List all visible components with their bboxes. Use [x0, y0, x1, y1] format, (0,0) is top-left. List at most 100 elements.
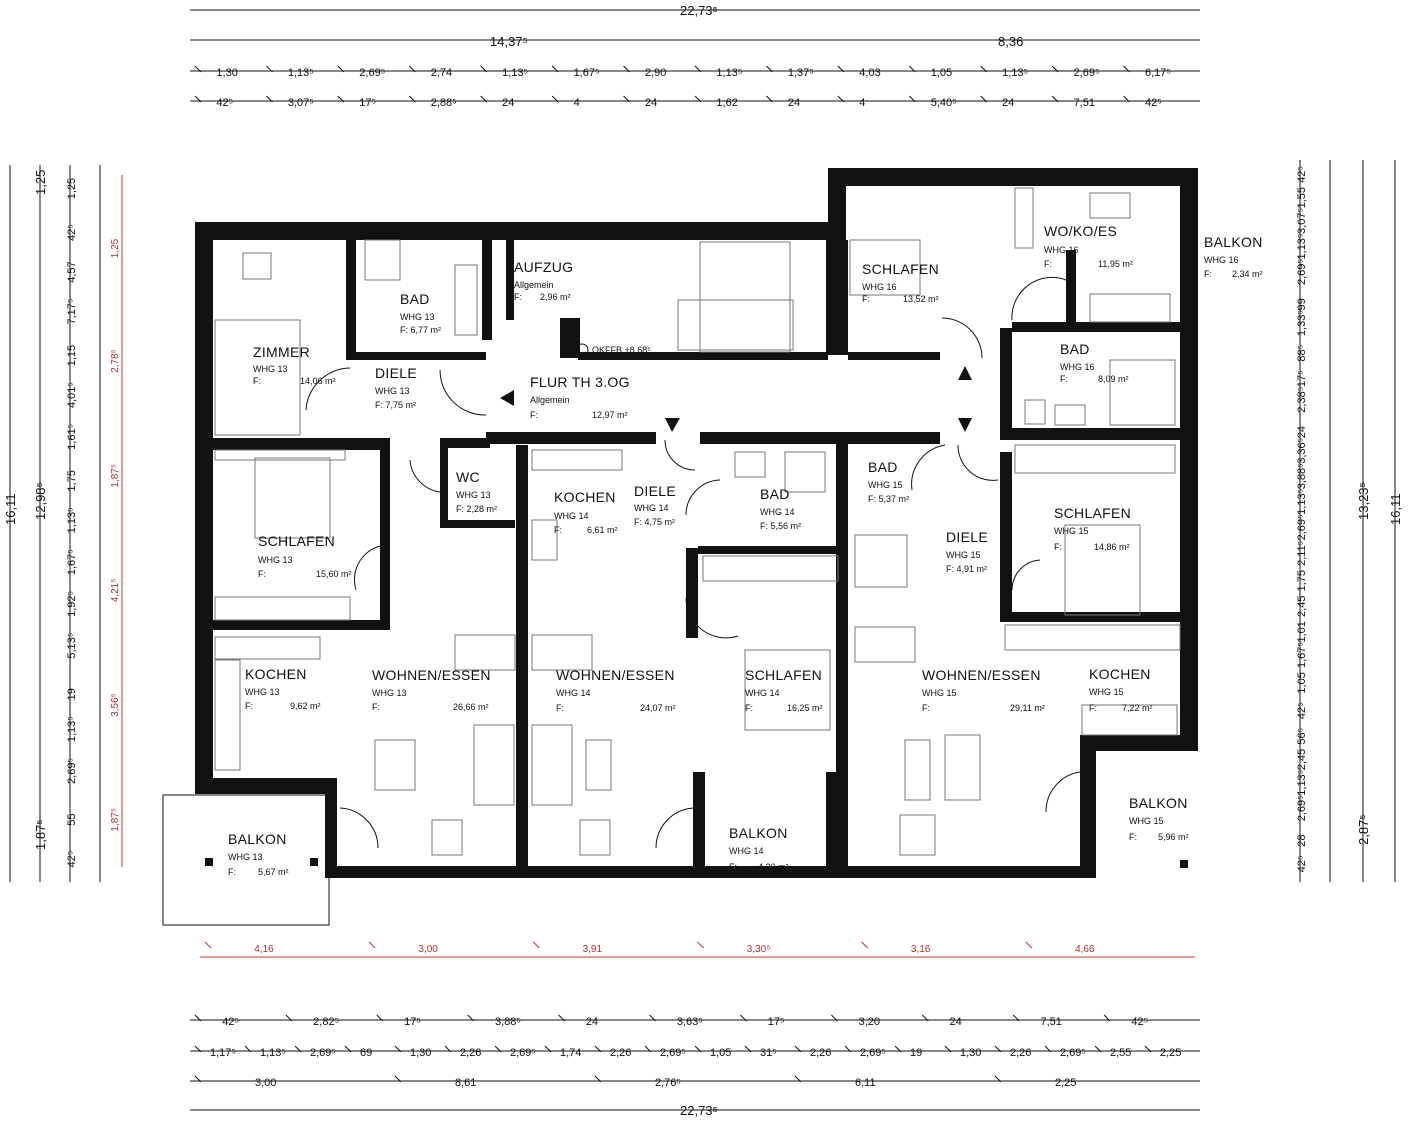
dim-value: 42⁵: [1296, 702, 1308, 719]
arrow-down-icon: [958, 418, 972, 432]
dim-value: 1,15: [66, 345, 78, 366]
dim-value: 3,00: [255, 1077, 276, 1089]
room-unit: WHG 13: [245, 687, 280, 697]
room-area-value: 2,96 m²: [540, 292, 571, 302]
dim-top-right: 8,36: [998, 34, 1023, 49]
dim-value: 2,38⁵: [1296, 387, 1308, 413]
dim-value: 2,90: [645, 67, 666, 79]
room-unit: WHG 13: [375, 386, 410, 396]
room-name: WOHNEN/ESSEN: [922, 667, 1041, 683]
room-name: FLUR TH 3.OG: [530, 374, 630, 390]
dim-top-left: 14,37⁵: [490, 34, 528, 49]
room-area-label: F:: [228, 867, 236, 877]
furniture: [214, 187, 1181, 856]
dim-value: 2,82⁵: [313, 1016, 339, 1028]
dim-value: 24: [788, 97, 800, 109]
dim-value: 1,13⁵: [1296, 489, 1308, 515]
room-name: BAD: [400, 291, 430, 307]
room-name: BALKON: [1129, 795, 1188, 811]
dim-value: 1,13⁵: [260, 1047, 286, 1059]
room-area-value: 16,25 m²: [787, 703, 823, 713]
dim-value: 2,45: [1296, 749, 1308, 770]
room-name: ZIMMER: [253, 344, 310, 360]
dim-value: 3,07⁵: [1296, 208, 1308, 234]
dim-value: 1,17⁵: [210, 1047, 236, 1059]
dim-value: 1,13⁵: [1002, 67, 1028, 79]
room-unit: WHG 15: [1054, 526, 1089, 536]
room-area-label: F:: [729, 862, 737, 872]
dim-value: 3,00: [418, 944, 438, 955]
dim-value: 1,61⁵: [66, 424, 78, 450]
dim-value: 2,55: [1110, 1047, 1131, 1059]
dimension-lines-left: 16,11 1,25 12,98⁵ 1,87⁵ 1,2542⁵4,577,17⁵…: [3, 165, 123, 882]
dim-value: 4,66: [1075, 944, 1095, 955]
arrow-down-icon: [665, 418, 680, 432]
dim-value: 1,87⁵: [110, 464, 121, 488]
dim-left2-b: 12,98⁵: [33, 482, 48, 520]
level-label: OKFFB +8,68⁵: [592, 345, 651, 355]
dim-value: 5,13⁵: [66, 633, 78, 659]
room-name: BALKON: [228, 831, 287, 847]
dim-value: 1,75: [66, 470, 78, 491]
room-area-label: F: 4,75 m²: [634, 517, 675, 527]
room-name: KOCHEN: [1089, 666, 1151, 682]
dim-value: 31⁵: [760, 1047, 777, 1059]
dim-value: 19: [66, 688, 78, 700]
dim-value: 88⁵: [1296, 345, 1308, 362]
room-unit: WHG 14: [554, 511, 589, 521]
dim-value: 1,25: [66, 178, 78, 199]
room-area-label: F:: [862, 294, 870, 304]
dim-value: 4,01⁵: [66, 382, 78, 408]
room-name: BAD: [760, 486, 790, 502]
room-name: BALKON: [729, 825, 788, 841]
dim-value: 1,67⁵: [1296, 642, 1308, 668]
dim-value: 3,36⁵: [1296, 438, 1308, 464]
dim-value: 99: [1296, 298, 1308, 310]
room-name: SCHLAFEN: [862, 261, 939, 277]
room-unit: WHG 13: [258, 555, 293, 565]
dim-value: 42⁵: [1296, 166, 1308, 183]
room-name: WOHNEN/ESSEN: [372, 667, 491, 683]
room-name: BAD: [868, 459, 898, 475]
dim-value: 2,25: [1055, 1077, 1076, 1089]
room-unit: WHG 14: [634, 503, 669, 513]
dim-value: 1,05: [931, 67, 952, 79]
dim-value: 17⁵: [359, 97, 376, 109]
dim-value: 42⁵: [1145, 97, 1162, 109]
dim-top-total: 22,73⁵: [680, 3, 718, 18]
room-area-value: 26,66 m²: [453, 702, 489, 712]
room-area-value: 11,95 m²: [1098, 259, 1133, 269]
room-area-label: F: 2,28 m²: [456, 504, 497, 514]
dim-value: 2,11⁵: [1296, 541, 1308, 566]
room-area-label: F: 7,75 m²: [375, 400, 416, 410]
dim-value: 2,69⁵: [1074, 67, 1100, 79]
dim-value: 4,03: [859, 67, 880, 79]
walls: [195, 168, 1198, 878]
dim-row-left3: 1,2542⁵4,577,17⁵1,154,01⁵1,61⁵1,751,13⁵1…: [66, 178, 78, 868]
dim-value: 2,69⁵: [660, 1047, 686, 1059]
dim-value: 2,69⁵: [1060, 1047, 1086, 1059]
level-marker-icon: [575, 343, 589, 357]
room-unit: WHG 14: [745, 688, 780, 698]
dim-value: 3,30⁵: [747, 944, 771, 955]
dim-value: 1,30: [216, 67, 237, 79]
dim-value: 42⁵: [66, 851, 78, 868]
dim-value: 2,88⁵: [431, 97, 457, 109]
dim-value: 2,76⁵: [655, 1077, 681, 1089]
dim-value: 4,57: [66, 261, 78, 282]
